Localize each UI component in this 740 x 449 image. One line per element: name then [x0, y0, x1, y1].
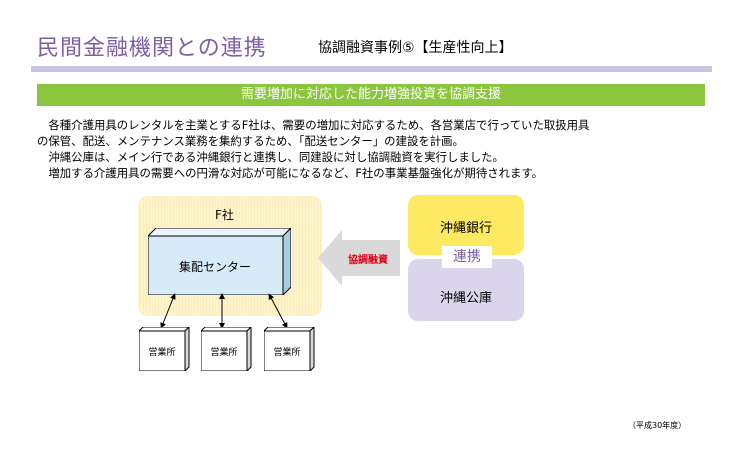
company-label: F社 [215, 208, 234, 222]
okinawa-koko-box [408, 259, 524, 321]
okinawa-bank-box [408, 195, 524, 255]
okinawa-koko-label: 沖縄公庫 [439, 291, 492, 306]
page-title: 民間金融機関との連携 [37, 36, 267, 61]
office-box: 営業所 [139, 327, 190, 371]
lender-group: 沖縄銀行 沖縄公庫 [408, 195, 524, 321]
partnership-label: 連携 [442, 246, 492, 268]
page-subtitle: 協調融資事例⑤【生産性向上】 [318, 40, 513, 56]
okinawa-bank-label: 沖縄銀行 [439, 221, 492, 236]
fiscal-year-note: （平成30年度） [628, 421, 687, 430]
description-line: 沖縄公庫は、メイン行である沖縄銀行と連携し、同建設に対し協調融資を実行しました。 [37, 150, 504, 164]
office-label: 営業所 [148, 346, 175, 358]
cofinancing-label: 協調融資 [348, 255, 388, 266]
description-line: 各種介護用具のレンタルを主業とするF社は、需要の増加に対応するため、各営業店で行… [37, 118, 590, 132]
description-line: 増加する介護用具の需要への円滑な対応が可能になるなど、F社の事業基盤強化が期待さ… [37, 166, 544, 180]
office-connectors [160, 293, 288, 329]
description-text: 各種介護用具のレンタルを主業とするF社は、需要の増加に対応するため、各営業店で行… [37, 117, 717, 181]
title-divider [31, 66, 712, 72]
cofinancing-arrow [318, 230, 400, 286]
summary-banner: 需要増加に対応した能力増強投資を協調支援 [37, 84, 705, 106]
connector-arrow-1 [160, 293, 176, 329]
description-line: の保管、配送、メンテナンス業務を集約するため、「配送センター」の建設を計画。 [37, 134, 464, 148]
office-label: 営業所 [210, 346, 237, 358]
distribution-center-box: 集配センター [148, 228, 291, 295]
center-label: 集配センター [179, 259, 251, 274]
office-box: 営業所 [264, 327, 315, 371]
connector-arrow-3 [268, 293, 288, 329]
office-box: 営業所 [201, 327, 252, 371]
office-label: 営業所 [273, 346, 300, 358]
